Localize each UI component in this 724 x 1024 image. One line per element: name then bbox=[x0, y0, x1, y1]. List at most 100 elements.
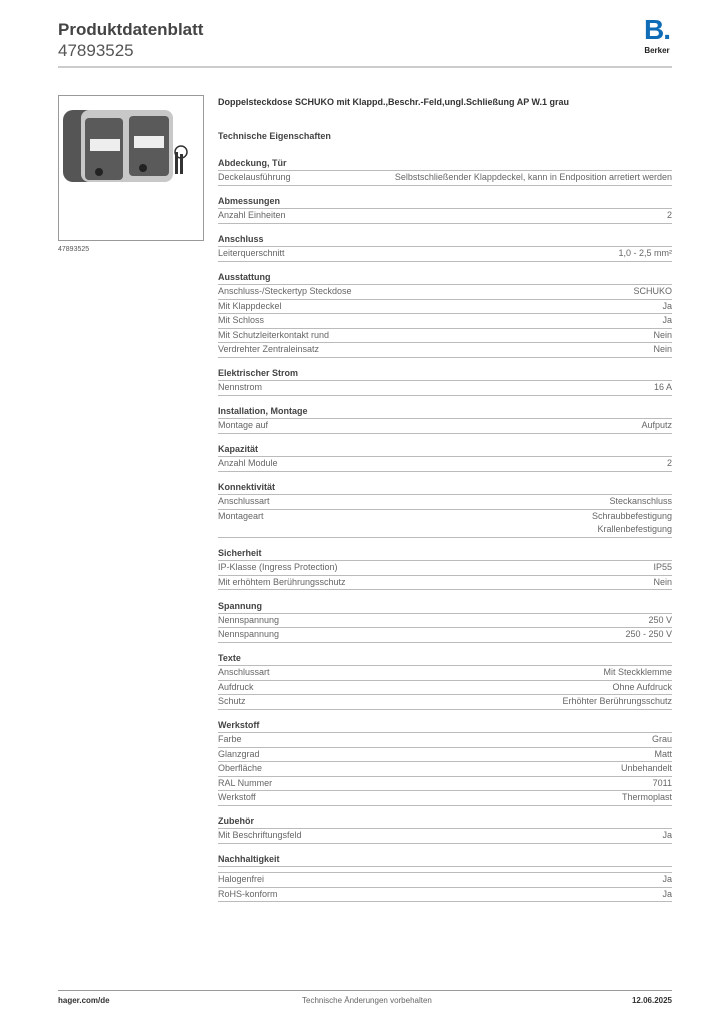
logo-text: Berker bbox=[644, 46, 670, 55]
spec-value: Mit Steckklemme bbox=[603, 667, 672, 677]
spec-label: Anschlussart bbox=[218, 496, 270, 506]
section-title: Spannung bbox=[218, 599, 672, 614]
spec-value: Grau bbox=[651, 734, 672, 744]
spec-label: Mit Schutzleiterkontakt rund bbox=[218, 329, 330, 340]
spec-row: RAL Nummer 7011 bbox=[218, 777, 672, 791]
header-divider bbox=[58, 66, 672, 68]
section-title: Installation, Montage bbox=[218, 404, 672, 419]
spec-value: Ja bbox=[662, 888, 672, 899]
spec-value: Ja bbox=[662, 300, 672, 311]
spec-value: 1,0 - 2,5 mm² bbox=[618, 248, 672, 258]
page-title: Produktdatenblatt bbox=[58, 20, 204, 39]
tech-heading: Technische Eigenschaften bbox=[218, 131, 331, 141]
spec-row: IP-Klasse (Ingress Protection)IP55 bbox=[218, 561, 672, 576]
spec-value: Thermoplast bbox=[621, 792, 672, 802]
product-number: 47893525 bbox=[58, 41, 134, 60]
product-image bbox=[58, 95, 204, 241]
spec-row: Anzahl Module 2 bbox=[218, 457, 672, 472]
section-title: Sicherheit bbox=[218, 546, 672, 561]
spec-row: Leiterquerschnitt 1,0 - 2,5 mm² bbox=[218, 247, 672, 262]
spec-value: 2 bbox=[666, 210, 672, 220]
spec-label: Farbe bbox=[218, 734, 242, 744]
spec-value: 2 bbox=[666, 458, 672, 468]
spec-label: Nennspannung bbox=[218, 614, 280, 625]
section-title: Abmessungen bbox=[218, 194, 672, 209]
spec-label: Mit Schloss bbox=[218, 315, 265, 325]
section-title: Kapazität bbox=[218, 442, 672, 457]
spec-value: Ohne Aufdruck bbox=[612, 681, 672, 692]
spec-row: Mit Beschriftungsfeld Ja bbox=[218, 829, 672, 844]
spec-label: Werkstoff bbox=[218, 792, 256, 802]
footer-website[interactable]: hager.com/de bbox=[58, 996, 110, 1005]
footer-divider bbox=[58, 990, 672, 991]
spec-row: Mit Schutzleiterkontakt rund Nein bbox=[218, 329, 672, 343]
section-title: Zubehör bbox=[218, 814, 672, 829]
spec-value: Aufputz bbox=[641, 420, 672, 430]
spec-row: Deckelausführung Selbstschließender Klapp… bbox=[218, 171, 672, 186]
spec-row: Mit Schloss Ja bbox=[218, 314, 672, 329]
spec-value: Steckanschluss bbox=[609, 496, 672, 506]
spec-value: Nein bbox=[653, 576, 672, 587]
product-title: Doppelsteckdose SCHUKO mit Klappd.,Besch… bbox=[218, 97, 570, 107]
section-title: Elektrischer Strom bbox=[218, 366, 672, 381]
spec-label: Montageart bbox=[218, 510, 264, 521]
spec-value: Ja bbox=[662, 874, 672, 884]
spec-value: Ja bbox=[662, 830, 672, 840]
spec-row: Nennspannung 250 V bbox=[218, 614, 672, 628]
section-title: Werkstoff bbox=[218, 718, 672, 733]
spec-row: Farbe Grau bbox=[218, 733, 672, 748]
spec-label: Deckelausführung bbox=[218, 172, 291, 182]
berker-logo: B. Berker bbox=[638, 14, 676, 56]
spec-row: Anzahl Einheiten 2 bbox=[218, 209, 672, 224]
spec-value: Nein bbox=[653, 344, 672, 354]
spec-label: Leiterquerschnitt bbox=[218, 248, 285, 258]
empty-row bbox=[218, 867, 672, 873]
spec-label: Nennstrom bbox=[218, 382, 263, 392]
spec-value: Matt bbox=[654, 748, 672, 759]
spec-value: 7011 bbox=[652, 777, 672, 788]
spec-label: Anschluss-/Steckertyp Steckdose bbox=[218, 286, 352, 296]
spec-value: Selbstschließender Klappdeckel, kann in … bbox=[394, 172, 672, 182]
spec-row: Nennspannung 250 - 250 V bbox=[218, 628, 672, 643]
spec-value: 250 V bbox=[648, 614, 672, 625]
spec-label: Nennspannung bbox=[218, 629, 280, 639]
spec-value: Nein bbox=[653, 329, 672, 340]
spec-label: Montage auf bbox=[218, 420, 269, 430]
spec-row: Anschlussart Steckanschluss bbox=[218, 495, 672, 510]
spec-label: RAL Nummer bbox=[218, 777, 273, 788]
spec-label: Oberfläche bbox=[218, 763, 263, 773]
logo-letter: B. bbox=[644, 14, 671, 45]
spec-label: Anzahl Module bbox=[218, 458, 278, 468]
spec-label: Mit Beschriftungsfeld bbox=[218, 830, 302, 840]
spec-value: Unbehandelt bbox=[620, 763, 672, 773]
spec-label: Anzahl Einheiten bbox=[218, 210, 286, 220]
spec-value: 250 - 250 V bbox=[625, 629, 672, 639]
footer-date: 12.06.2025 bbox=[631, 996, 672, 1005]
spec-row: Oberfläche Unbehandelt bbox=[218, 762, 672, 777]
spec-row: Werkstoff Thermoplast bbox=[218, 791, 672, 806]
section-title: Texte bbox=[218, 651, 672, 666]
section-title: Abdeckung, Tür bbox=[218, 156, 672, 171]
spec-value: Ja bbox=[662, 315, 672, 325]
